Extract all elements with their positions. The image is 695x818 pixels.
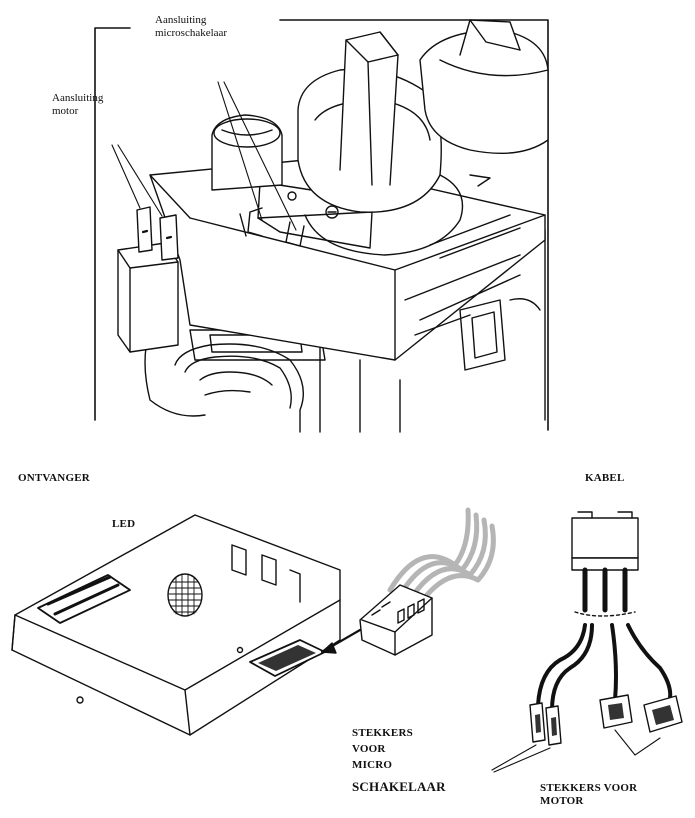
label-micro-connection: Aansluiting microschakelaar bbox=[155, 14, 227, 39]
label-led: LED bbox=[112, 518, 136, 530]
led-grille bbox=[167, 573, 203, 617]
label-line: Aansluiting bbox=[52, 92, 104, 104]
frame-line bbox=[94, 27, 131, 421]
label-micro-plugs: STEKKERS VOOR MICRO SCHAKELAAR bbox=[352, 726, 446, 797]
leader-line bbox=[614, 729, 661, 756]
label-line: MICRO bbox=[352, 758, 393, 771]
label-line: STEKKERS bbox=[352, 727, 413, 739]
label-line: STEKKERS VOOR bbox=[540, 782, 638, 794]
label-line: motor bbox=[52, 104, 79, 117]
label-receiver: ONTVANGER bbox=[18, 472, 90, 484]
label-line: VOOR bbox=[352, 742, 386, 755]
leader-line bbox=[117, 144, 163, 217]
leader-line bbox=[491, 744, 537, 771]
cable-illustration bbox=[491, 511, 683, 773]
receiver-plug-illustration bbox=[359, 507, 496, 656]
label-line: MOTOR bbox=[540, 794, 584, 807]
label-motor-connection: Aansluiting motor bbox=[52, 92, 103, 117]
gas-valve-illustration bbox=[94, 19, 549, 433]
leader-line bbox=[217, 81, 263, 221]
leader-line bbox=[493, 747, 551, 773]
label-cable: KABEL bbox=[585, 472, 625, 484]
leader-line bbox=[223, 81, 297, 231]
label-line: microschakelaar bbox=[155, 26, 228, 39]
leader-line bbox=[111, 144, 141, 209]
receiver-illustration bbox=[11, 514, 362, 736]
frame-line bbox=[279, 19, 549, 431]
label-line: SCHAKELAAR bbox=[352, 778, 446, 794]
label-line: Aansluiting bbox=[155, 14, 207, 26]
label-motor-plugs: STEKKERS VOOR MOTOR bbox=[540, 782, 637, 807]
